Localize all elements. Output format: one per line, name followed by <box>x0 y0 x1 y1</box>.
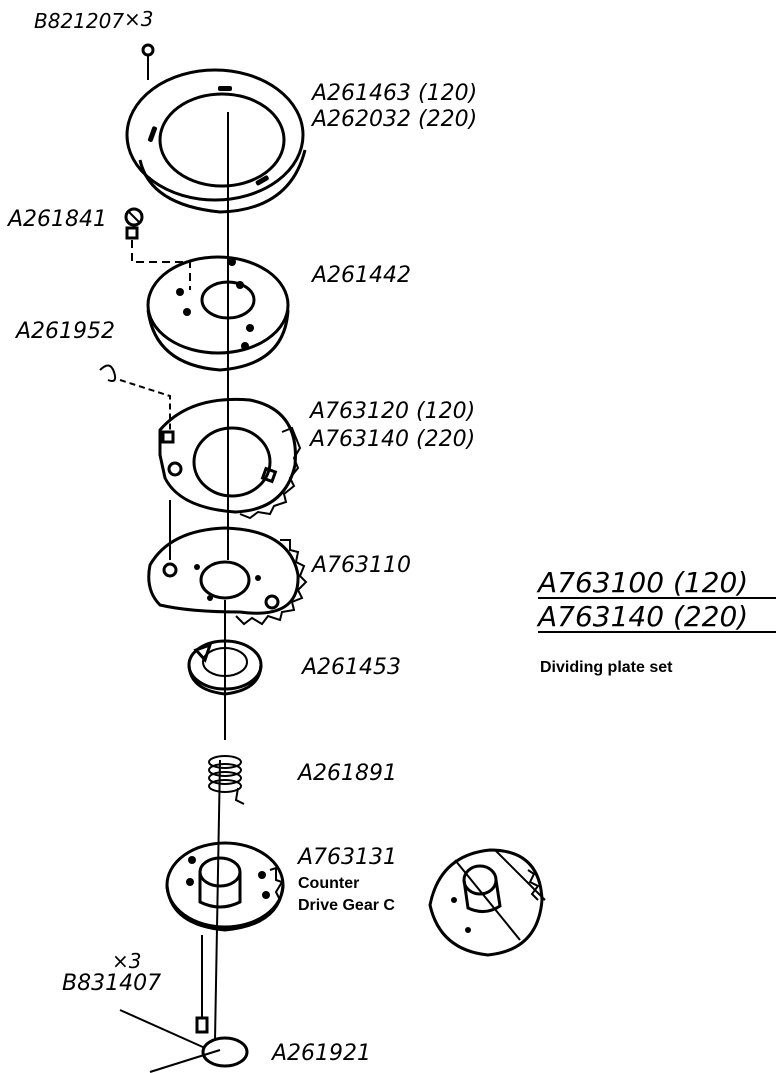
label-cam: A261453 <box>300 655 401 680</box>
clip-drawing <box>99 364 171 432</box>
hub-drawing <box>146 255 290 372</box>
label-plate-220: A763140 (220) <box>308 427 475 452</box>
label-gear: A763110 <box>310 553 411 578</box>
label-clip: A261952 <box>14 319 115 344</box>
label-spring: A261891 <box>296 761 397 786</box>
label-ring-220: A262032 (220) <box>310 107 477 132</box>
gear-drawing <box>147 526 308 626</box>
label-washer: A261921 <box>270 1041 371 1066</box>
washer-drawing <box>119 1009 249 1073</box>
side-screw-drawing <box>124 207 191 290</box>
label-ring-120: A261463 (120) <box>310 81 477 106</box>
label-plate-120: A763120 (120) <box>308 399 475 424</box>
label-screw-bottom: B831407 <box>62 971 161 996</box>
counter-gear-drawing <box>165 841 285 932</box>
set-description: Dividing plate set <box>540 659 673 676</box>
counter-gear-detail-drawing <box>428 848 546 957</box>
spring-drawing <box>208 755 245 805</box>
label-screw-top: B821207 <box>34 9 124 33</box>
dividing-plate-drawing <box>158 397 302 560</box>
assembly-axis <box>214 112 229 1041</box>
top-screw-drawing <box>141 43 155 80</box>
bottom-screw-drawing <box>195 935 209 1034</box>
set-line-1: A763100 (120) <box>536 566 748 599</box>
top-ring-drawing <box>125 68 307 214</box>
label-screw-bottom-qty: ×3 <box>112 949 141 973</box>
label-counter-gear: A763131 <box>296 845 397 870</box>
label-counter-gear-name-1: Counter <box>298 875 359 892</box>
cam-drawing <box>187 639 263 696</box>
label-screw-top-qty: ×3 <box>124 7 153 31</box>
label-hub: A261442 <box>310 263 411 288</box>
label-screw-side: A261841 <box>6 207 107 232</box>
set-line-2: A763140 (220) <box>536 600 748 633</box>
label-counter-gear-name-2: Drive Gear C <box>298 897 395 914</box>
